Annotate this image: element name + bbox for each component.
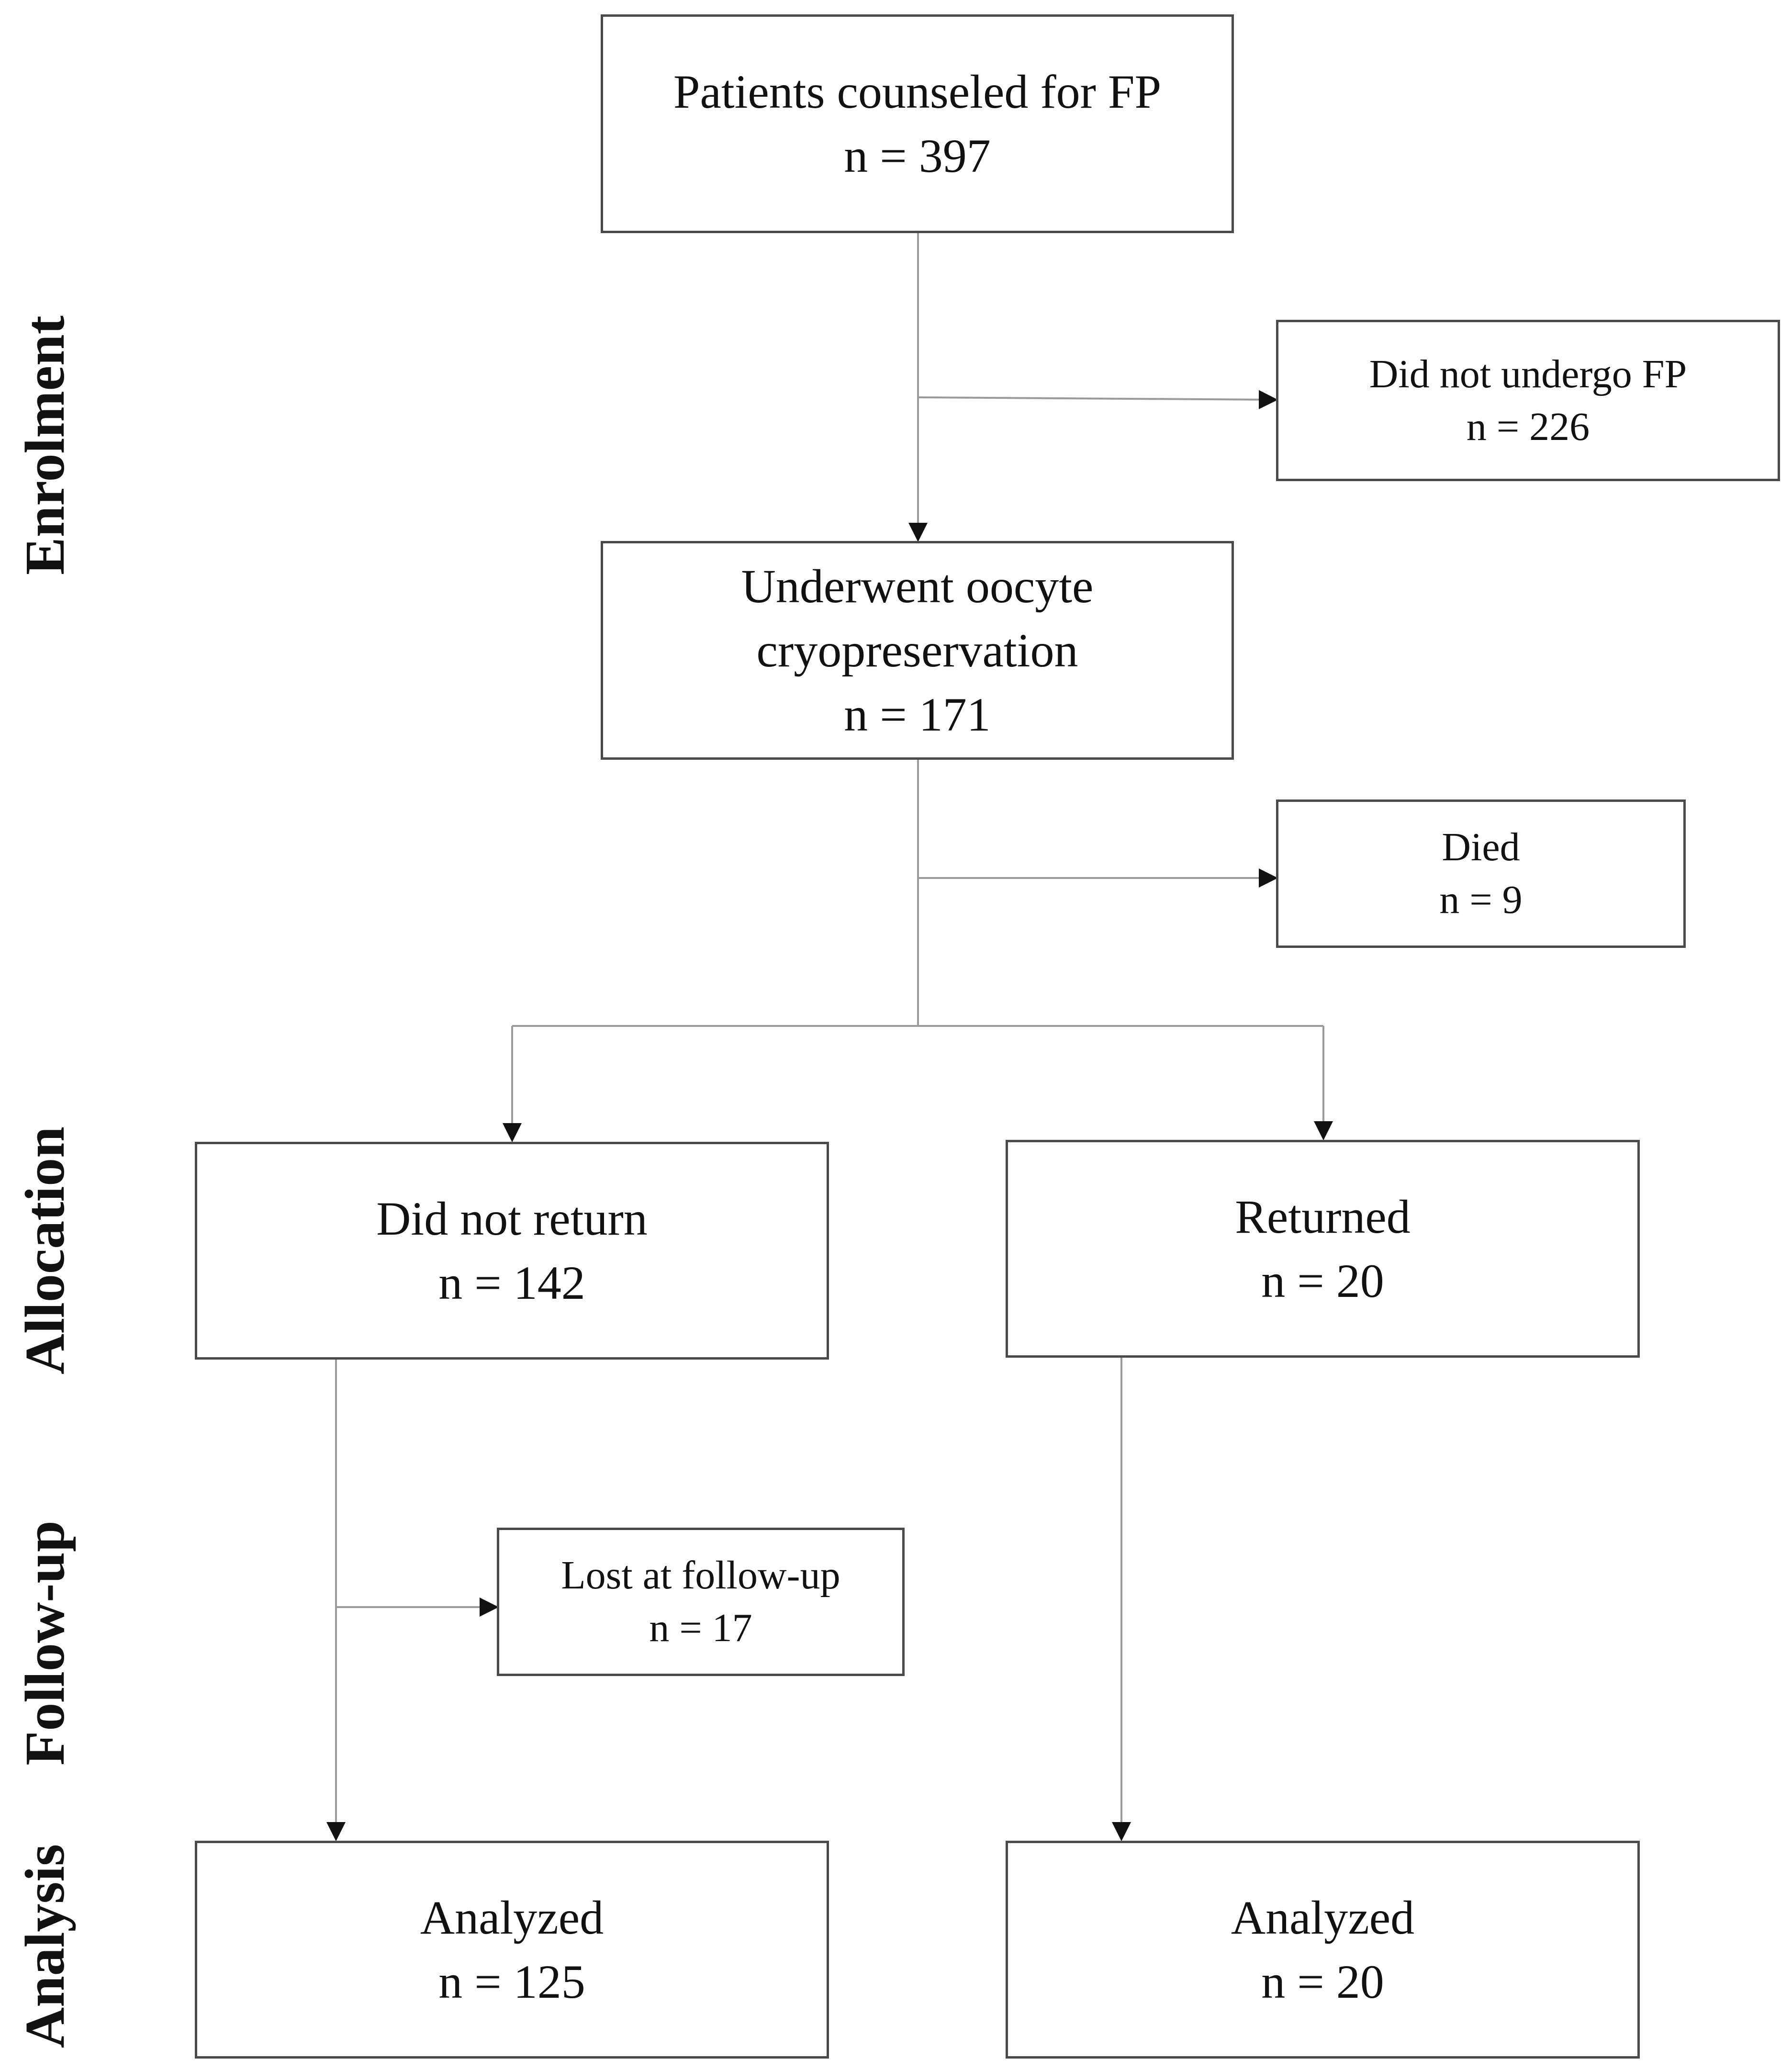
box-count: n = 226	[1466, 404, 1590, 449]
box-title: Lost at follow-up	[561, 1553, 840, 1598]
box-analyzed-left: Analyzed n = 125	[195, 1841, 829, 2059]
box-count: n = 9	[1439, 878, 1523, 922]
box-count: n = 397	[844, 129, 991, 182]
box-count: n = 171	[844, 687, 991, 741]
box-title: Did not undergo FP	[1369, 351, 1687, 396]
box-count: n = 125	[438, 1955, 585, 2008]
box-title: Died	[1442, 825, 1520, 869]
box-count: n = 20	[1261, 1254, 1384, 1307]
phase-label-allocation: Allocation	[13, 1126, 76, 1374]
box-count: n = 20	[1261, 1955, 1384, 2008]
box-title: Did not return	[376, 1192, 648, 1245]
box-did-not-undergo-fp: Did not undergo FP n = 226	[1276, 320, 1780, 481]
box-returned: Returned n = 20	[1006, 1140, 1640, 1358]
box-title-line-1: Underwent oocyte	[741, 559, 1094, 613]
connector-to-no-fp	[918, 390, 1278, 409]
phase-label-enrolment: Enrolment	[13, 315, 76, 575]
box-patients-counseled: Patients counseled for FP n = 397	[601, 14, 1234, 233]
box-count: n = 142	[438, 1256, 585, 1309]
phase-label-follow-up: Follow-up	[13, 1520, 76, 1766]
box-analyzed-right: Analyzed n = 20	[1006, 1841, 1640, 2059]
box-lost-at-follow-up: Lost at follow-up n = 17	[497, 1528, 905, 1676]
box-title: Analyzed	[420, 1891, 604, 1944]
phase-label-analysis: Analysis	[13, 1844, 76, 2048]
box-title: Analyzed	[1231, 1891, 1415, 1944]
box-count: n = 17	[649, 1606, 752, 1650]
box-did-not-return: Did not return n = 142	[195, 1142, 829, 1360]
box-title: Returned	[1235, 1190, 1411, 1243]
box-title-line-2: cryopreservation	[756, 623, 1078, 677]
box-title: Patients counseled for FP	[673, 65, 1162, 118]
box-underwent-oocyte-cryopreservation: Underwent oocyte cryopreservation n = 17…	[601, 541, 1234, 760]
box-died: Died n = 9	[1276, 799, 1686, 948]
